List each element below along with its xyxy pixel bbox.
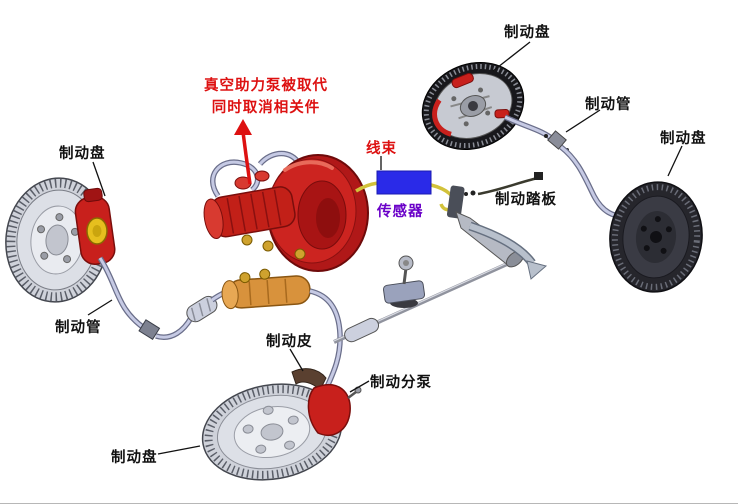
bottom-caliper — [307, 383, 362, 436]
front-left-caliper — [74, 187, 116, 265]
sensor-box — [376, 170, 432, 195]
booster-feed-pipes — [210, 150, 302, 198]
label-disc-left: 制动盘 — [59, 146, 106, 162]
pedal-area-wire — [464, 172, 543, 196]
annotation-line-1: 真空助力泵被取代 — [204, 78, 328, 94]
rear-drum-brake — [421, 61, 525, 151]
label-wire-harness: 线束 — [366, 141, 397, 157]
label-pipe-left: 制动管 — [55, 320, 102, 336]
label-disc-bottom: 制动盘 — [111, 450, 158, 466]
leader-lines — [87, 41, 683, 455]
master-cylinder — [221, 268, 311, 310]
label-disc-far-right: 制动盘 — [660, 131, 707, 147]
label-brake-pedal: 制动踏板 — [495, 192, 557, 208]
annotation-line-2: 同时取消相关件 — [211, 99, 321, 116]
label-wheel-cylinder: 制动分泵 — [370, 375, 432, 391]
front-right-brake-pipe — [309, 288, 343, 391]
brake-pedal-assembly — [446, 185, 548, 280]
rear-right-brake-disc — [609, 181, 703, 293]
proportioning-valve — [382, 255, 426, 308]
annotation-text: 真空助力泵被取代 同时取消相关件 — [190, 76, 342, 120]
vacuum-booster — [203, 154, 369, 272]
label-disc-top-right: 制动盘 — [504, 25, 551, 41]
label-brake-pad: 制动皮 — [266, 334, 313, 350]
pedal-pushrod — [333, 258, 517, 344]
label-pipe-right: 制动管 — [585, 97, 632, 113]
front-left-brake-pipe — [97, 256, 237, 341]
label-sensor: 传感器 — [377, 204, 424, 220]
annotation-arrow — [234, 119, 252, 185]
